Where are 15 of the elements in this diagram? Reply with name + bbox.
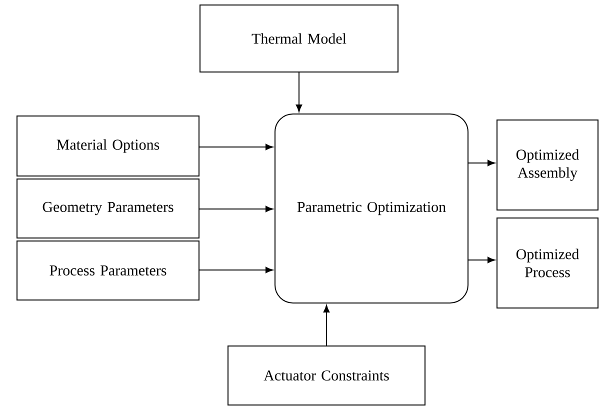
- arrow: [468, 256, 496, 264]
- output-box: Optimized Assembly: [496, 120, 598, 210]
- arrow: [468, 160, 496, 166]
- input-box: Material Options: [16, 116, 200, 176]
- arrow: [296, 72, 302, 112]
- arrow: [199, 266, 273, 274]
- arrow: [199, 206, 273, 212]
- output-box: Optimized Process: [496, 218, 598, 308]
- input-box: Thermal Model: [200, 4, 398, 72]
- process-box: Parametric Optimization: [274, 114, 468, 304]
- input-box: Process Parameters: [16, 240, 200, 300]
- input-box: Actuator Constraints: [228, 346, 426, 406]
- arrow: [199, 144, 273, 150]
- input-box: Geometry Parameters: [16, 178, 200, 238]
- arrow: [323, 305, 330, 346]
